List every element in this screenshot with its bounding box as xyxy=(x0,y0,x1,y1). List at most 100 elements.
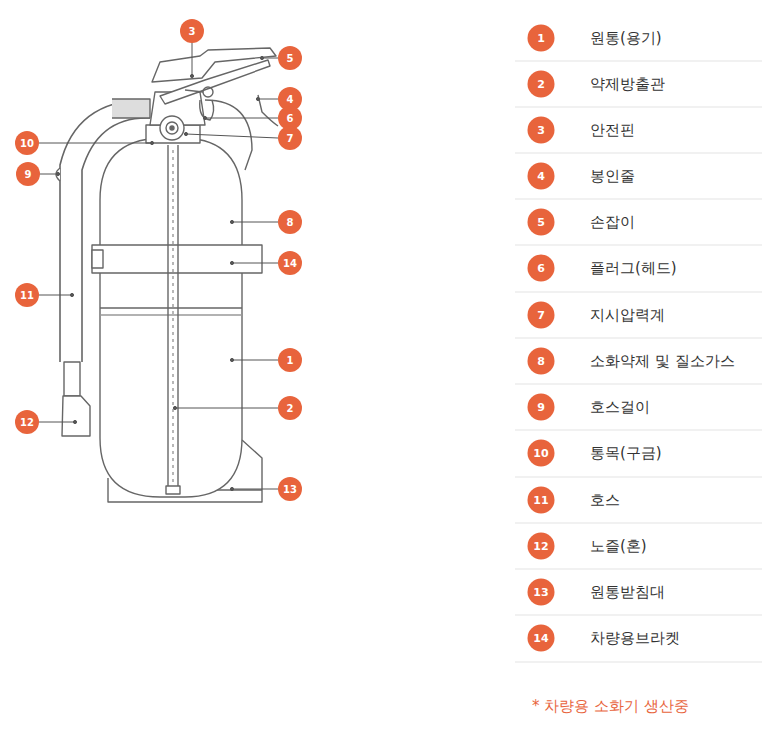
callout-number: 2 xyxy=(278,396,302,420)
extinguisher-drawing xyxy=(177,145,178,488)
extinguisher-drawing xyxy=(56,168,60,181)
extinguisher-drawing xyxy=(166,122,178,134)
list-separators xyxy=(515,61,762,662)
leader-lines xyxy=(73,420,76,423)
leader-lines xyxy=(56,172,59,175)
leader-lines xyxy=(190,74,193,77)
part-name: 봉인줄 xyxy=(590,167,635,186)
part-name: 호스걸이 xyxy=(590,398,650,417)
legend-number: 6 xyxy=(528,255,555,282)
leader-lines xyxy=(230,261,233,264)
extinguisher-drawing xyxy=(62,396,90,436)
leader-lines xyxy=(205,118,278,119)
legend-number: 8 xyxy=(528,348,555,375)
extinguisher-drawing xyxy=(60,100,150,362)
leader-lines xyxy=(186,134,278,138)
leader-lines xyxy=(150,141,153,144)
list-separators xyxy=(515,477,762,478)
callout-number: 10 xyxy=(15,131,39,155)
note-text: * 차량용 소화기 생산중 xyxy=(532,697,689,716)
callout-number: 14 xyxy=(278,251,302,275)
extinguisher-drawing xyxy=(167,145,168,488)
leader-lines xyxy=(38,42,278,491)
callout-number: 3 xyxy=(180,19,204,43)
list-separators xyxy=(515,199,762,200)
leader-lines xyxy=(70,293,73,296)
extinguisher-drawing xyxy=(185,90,203,92)
legend-number: 13 xyxy=(528,579,555,606)
leader-lines xyxy=(230,220,233,223)
extinguisher-drawing xyxy=(200,100,214,120)
leader-lines xyxy=(38,422,75,423)
part-name: 차량용브라켓 xyxy=(590,629,680,648)
list-separators xyxy=(515,245,762,246)
callout-number: 12 xyxy=(15,410,39,434)
extinguisher-drawing xyxy=(100,307,242,308)
leader-lines xyxy=(232,222,278,223)
extinguisher-drawing xyxy=(92,245,262,273)
leader-lines xyxy=(38,295,72,296)
leader-lines xyxy=(260,56,263,59)
part-name: 플러그(헤드) xyxy=(590,259,677,278)
leader-lines xyxy=(39,174,58,175)
callout-number: 13 xyxy=(278,477,302,501)
extinguisher-drawing xyxy=(100,314,242,315)
legend-number: 1 xyxy=(528,25,555,52)
extinguisher-drawing xyxy=(172,150,173,485)
callout-number: 9 xyxy=(16,162,40,186)
legend-number: 11 xyxy=(528,487,555,514)
legend-number: 5 xyxy=(528,209,555,236)
legend-number: 3 xyxy=(528,117,555,144)
leader-lines xyxy=(230,358,233,361)
leader-lines xyxy=(230,487,233,490)
leader-lines xyxy=(203,116,206,119)
callout-number: 8 xyxy=(278,210,302,234)
part-name: 지시압력계 xyxy=(590,306,665,325)
leader-lines xyxy=(232,263,278,264)
list-separators xyxy=(515,153,762,154)
leader-lines xyxy=(175,408,278,409)
extinguisher-drawing xyxy=(258,95,278,126)
callout-number: 5 xyxy=(278,46,302,70)
list-separators xyxy=(515,430,762,431)
legend-number: 12 xyxy=(528,533,555,560)
callout-number: 11 xyxy=(15,283,39,307)
list-separators xyxy=(515,615,762,616)
part-name: 통목(구금) xyxy=(590,444,662,463)
leader-lines xyxy=(258,99,278,100)
part-name: 안전핀 xyxy=(590,121,635,140)
callout-number: 1 xyxy=(278,348,302,372)
list-separators xyxy=(515,384,762,385)
leader-lines xyxy=(232,489,278,490)
legend-number: 14 xyxy=(528,625,555,652)
leader-lines xyxy=(256,97,259,100)
extinguisher-drawing xyxy=(170,126,174,130)
leader-lines xyxy=(38,143,152,144)
extinguisher-drawing xyxy=(203,87,213,97)
legend-number: 10 xyxy=(528,440,555,467)
part-name: 손잡이 xyxy=(590,213,635,232)
part-name: 노즐(혼) xyxy=(590,537,647,556)
part-name: 원통(용기) xyxy=(590,29,662,48)
callout-number: 7 xyxy=(278,126,302,150)
extinguisher-drawing xyxy=(92,250,103,268)
legend-number: 7 xyxy=(528,302,555,329)
leader-lines xyxy=(232,360,278,361)
extinguisher-drawing xyxy=(160,116,184,140)
extinguisher-drawing xyxy=(152,48,276,82)
extinguisher-drawing xyxy=(64,362,80,396)
list-separators xyxy=(515,61,762,62)
list-separators xyxy=(515,292,762,293)
list-separators xyxy=(515,569,762,570)
list-separators xyxy=(515,338,762,339)
extinguisher-drawing xyxy=(56,48,278,502)
leader-lines xyxy=(173,406,176,409)
extinguisher-drawing xyxy=(166,486,180,494)
legend-number: 9 xyxy=(528,394,555,421)
part-name: 약제방출관 xyxy=(590,75,665,94)
extinguisher-drawing xyxy=(100,138,242,497)
legend-number: 2 xyxy=(528,71,555,98)
leader-lines xyxy=(262,58,278,59)
list-separators xyxy=(515,523,762,524)
